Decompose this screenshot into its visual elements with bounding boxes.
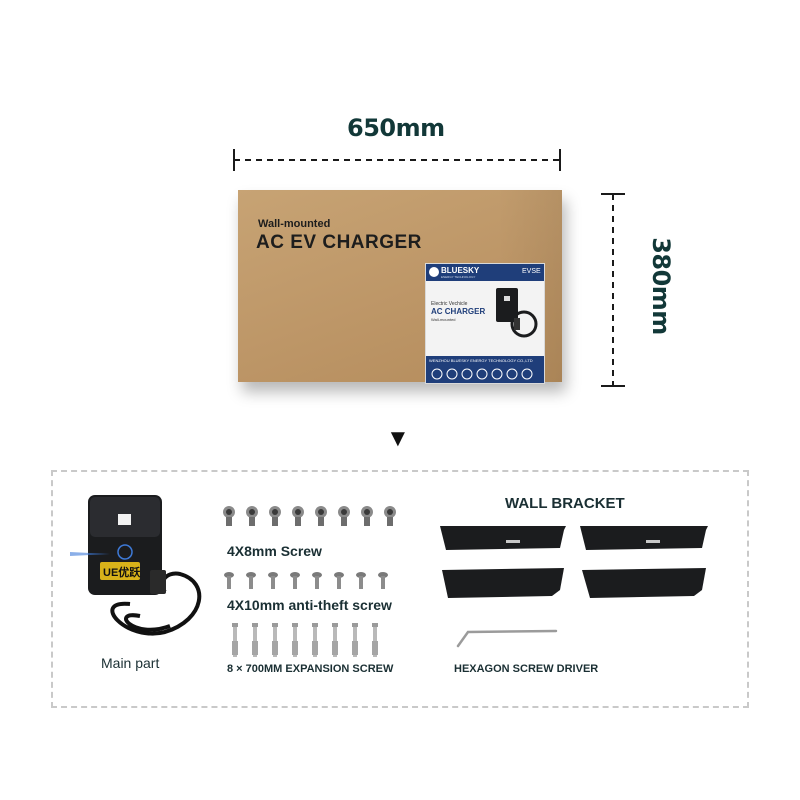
expansion-screw-icon [272,623,278,657]
main-part-label: Main part [101,655,160,671]
box-title: AC EV CHARGER [256,232,422,253]
screw-4x10-icon [246,572,256,589]
wall-bracket-label: WALL BRACKET [505,495,625,512]
height-dimension-label: 380mm [646,237,675,335]
screw-4x8-icon [315,506,327,526]
screw-4x10-icon [378,572,388,589]
package-contents-section [51,470,749,708]
screw-4x8-icon [384,506,396,526]
expansion-screw-icon [252,623,258,657]
box-subtitle: Wall-mounted [258,218,331,230]
width-dimension-label: 650mm [347,114,445,142]
expansion-screw-icon [332,623,338,657]
box-label-footer: WENZHOU BLUESKY ENERGY TECHNOLOGY CO.,LT… [426,356,544,383]
expansion-screw-icon [372,623,378,657]
screw-4x10-icon [268,572,278,589]
screw-4x8-icon [292,506,304,526]
box-label-card: BLUESKY ENERGY TECHNOLOGY EVSE Electric … [425,263,545,384]
wall-bracket-image [440,526,708,598]
screw-4x10-icon [356,572,366,589]
expansion-screw-icon [292,623,298,657]
screw-4x8-label: 4X8mm Screw [227,543,322,559]
expansion-screw-row [232,623,378,657]
expansion-screw-icon [352,623,358,657]
screw-4x8-icon [361,506,373,526]
expansion-screw-label: 8 × 700MM EXPANSION SCREW [227,663,394,675]
charger-main-part-image [70,495,202,636]
screw-4x8-icon [223,506,235,526]
screw-4x8-icon [269,506,281,526]
box-label-company: WENZHOU BLUESKY ENERGY TECHNOLOGY CO.,LT… [429,358,533,363]
box-label-line2: AC CHARGER [431,307,486,316]
hex-screwdriver-label: HEXAGON SCREW DRIVER [454,663,599,675]
box-label-tag: EVSE [522,268,541,275]
screw-4x10-icon [290,572,300,589]
screw-4x8-row [223,506,396,526]
box-label-brand-tagline: ENERGY TECHNOLOGY [441,275,476,279]
screw-4x10-icon [334,572,344,589]
box-label-line3: Wall-mounted [431,317,456,322]
box-label-header: BLUESKY ENERGY TECHNOLOGY EVSE [426,264,544,281]
screw-4x8-icon [246,506,258,526]
bluesky-logo-icon [429,267,439,277]
expansion-screw-icon [232,623,238,657]
screw-4x10-icon [224,572,234,589]
box-label-feature-icons [431,368,533,380]
box-label-line1: Electric Vechicle [431,301,468,307]
charger-logo-text: UE优跃 [103,567,141,579]
height-dimension-line [601,193,625,387]
screw-4x10-label: 4X10mm anti-theft screw [227,597,392,613]
box-label-charger-image [496,288,538,338]
down-arrow-icon: ▼ [386,425,410,452]
box-label-brand: BLUESKY [441,266,480,275]
screw-4x10-icon [312,572,322,589]
screw-4x8-icon [338,506,350,526]
screw-4x10-row [224,572,388,589]
expansion-screw-icon [312,623,318,657]
hex-screwdriver-image [456,629,558,648]
width-dimension-line [233,149,561,171]
